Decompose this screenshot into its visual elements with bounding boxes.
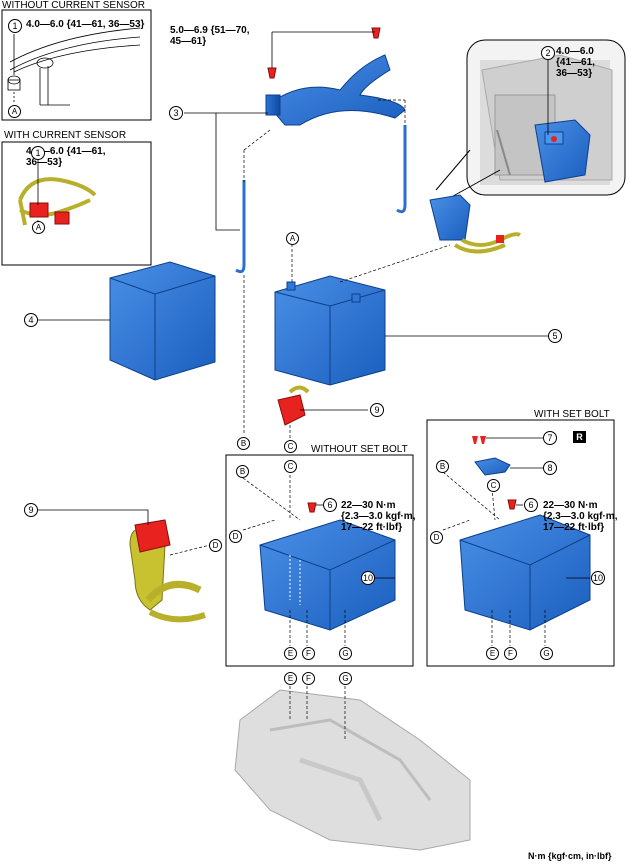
battery-cover [109,261,216,381]
negative-cable-assembly [429,194,522,254]
ref-f-body: F [302,672,315,685]
torque-spec-6-with-set-bolt: 22—30 N·m {2.3—3.0 kgf·m, 17—22 ft·lbf} [543,500,618,533]
ref-f-without-set-bolt: F [302,647,315,660]
ref-e-with-set-bolt: E [486,647,499,660]
ref-a-no-sensor: A [8,105,21,118]
battery-tray-without-set-bolt [259,519,396,631]
positive-terminal-cover [277,385,310,426]
ref-e-body: E [284,672,297,685]
ref-c-without-set-bolt: C [284,460,297,473]
ref-d-cable: D [209,539,222,552]
callout-10-with-set-bolt: 10 [591,571,605,585]
panel-without-set-bolt [225,454,414,667]
callout-5: 5 [548,329,562,343]
ref-d-with-set-bolt: D [430,531,443,544]
section-title-without-set-bolt: WITHOUT SET BOLT [311,444,408,455]
ref-e-without-set-bolt: E [284,647,297,660]
ref-c-with-set-bolt: C [487,479,500,492]
ref-a-battery: A [286,232,299,245]
ref-c-top: C [284,440,297,453]
ref-f-with-set-bolt: F [504,647,517,660]
ref-a-with-sensor: A [32,221,45,234]
callout-8: 8 [543,461,557,475]
ref-g-without-set-bolt: G [339,647,352,660]
section-title-with-current-sensor: WITH CURRENT SENSOR [4,130,127,141]
battery-tray-with-set-bolt [459,514,591,631]
body-panel [234,689,471,851]
torque-spec-3: 5.0—6.9 {51—70, 45—61} [170,25,250,47]
callout-7: 7 [543,431,557,445]
torque-spec-1-no-sensor: 4.0—6.0 {41—61, 36—53} [26,19,145,30]
callout-1-no-sensor: 1 [8,19,22,33]
panel-with-set-bolt [426,419,615,667]
terminal-with-current-sensor [18,177,97,226]
panel-without-current-sensor [1,9,152,121]
panel-with-current-sensor [1,141,152,266]
torque-spec-6-without-set-bolt: 22—30 N·m {2.3—3.0 kgf·m, 17—22 ft·lbf} [341,500,416,533]
callout-3: 3 [169,106,183,120]
ref-g-with-set-bolt: G [540,647,553,660]
section-title-with-set-bolt: WITH SET BOLT [534,409,610,420]
callout-6-without-set-bolt: 6 [323,498,337,512]
torque-spec-2: 4.0—6.0 {41—61, 36—53} [556,46,595,79]
battery [274,275,386,386]
ref-b-top: B [237,437,250,450]
hook-rod-left [235,180,246,274]
hook-rod-right [396,125,407,214]
callout-9-small: 9 [370,403,384,417]
section-title-without-current-sensor: WITHOUT CURRENT SENSOR [2,0,145,11]
battery-bracket [265,54,406,126]
callout-6-with-set-bolt: 6 [524,498,538,512]
positive-cable-assembly [129,519,206,623]
replace-part-badge: R [573,431,586,443]
callout-9-large: 9 [24,503,38,517]
torque-units-note: N·m {kgf·cm, in·lbf} [528,851,612,861]
ref-d-without-set-bolt: D [229,530,242,543]
callout-2: 2 [541,46,555,60]
callout-4: 4 [24,313,38,327]
ref-b-with-set-bolt: B [436,460,449,473]
ref-g-body: G [339,672,352,685]
terminal-sketch-no-sensor [7,27,141,106]
callout-1-with-sensor: 1 [31,146,45,160]
ref-b-without-set-bolt: B [236,465,249,478]
callout-10-without-set-bolt: 10 [361,571,375,585]
inset-terminal-detail [480,54,613,185]
